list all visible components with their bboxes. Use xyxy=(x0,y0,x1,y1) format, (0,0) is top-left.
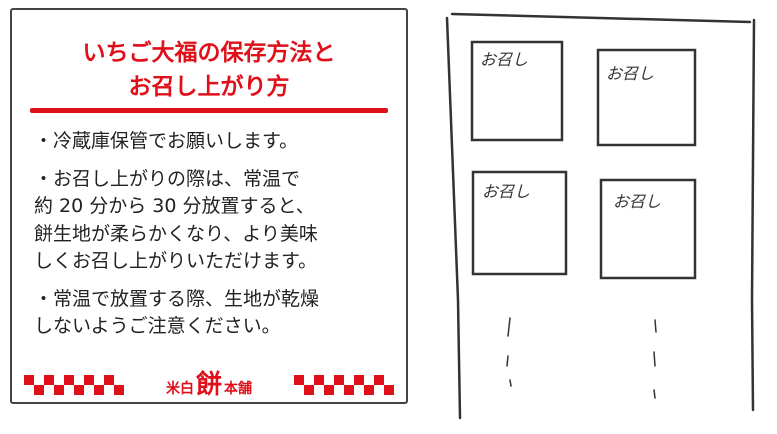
checker-square xyxy=(354,385,364,395)
hand-drawn-sketch xyxy=(445,12,756,420)
checker-square xyxy=(24,385,34,395)
checker-square xyxy=(304,375,314,385)
checker-square xyxy=(64,385,74,395)
checker-square xyxy=(293,375,304,385)
instruction-1: ・冷蔵庫保管でお願いします。 xyxy=(34,128,404,156)
checker-square xyxy=(343,385,354,395)
checker-square xyxy=(24,375,34,385)
sketch-box-2 xyxy=(596,48,697,147)
checker-square xyxy=(374,385,384,395)
instruction-line: 餅生地が柔らかくなり、より美味 xyxy=(34,222,318,245)
checker-square xyxy=(54,375,64,385)
sketch-box-1 xyxy=(470,40,564,142)
checker-square xyxy=(353,375,364,385)
checker-square xyxy=(313,375,324,385)
instruction-line: 約 20 分から 30 分放置すると、 xyxy=(34,195,315,217)
checker-square xyxy=(74,385,84,395)
sketch-box-4 xyxy=(599,178,697,280)
checker-square xyxy=(84,375,94,385)
sketch-label: お召し xyxy=(613,192,662,211)
checker-pattern-right xyxy=(293,375,394,395)
checker-square xyxy=(323,385,334,395)
checker-square xyxy=(303,385,314,395)
checker-square xyxy=(94,375,104,385)
checker-square xyxy=(314,385,324,395)
title-divider xyxy=(30,108,388,113)
checker-pattern-left xyxy=(24,375,124,395)
checker-square xyxy=(363,385,374,395)
card-title-line-2: お召し上がり方 xyxy=(128,74,290,100)
instruction-line: ・常温で放置する際、生地が乾燥 xyxy=(34,287,320,310)
checker-square xyxy=(34,375,44,385)
sketch-top-edge xyxy=(450,12,752,24)
brand-main: 餅 xyxy=(195,370,222,400)
instruction-line: ・冷蔵庫保管でお願いします。 xyxy=(34,130,299,152)
instruction-3: ・常温で放置する際、生地が乾燥 しないようご注意ください。 xyxy=(34,286,404,341)
storage-instructions-card: いちご大福の保存方法と お召し上がり方 ・冷蔵庫保管でお願いします。 ・お召し上… xyxy=(10,8,408,404)
instruction-2: ・お召し上がりの際は、常温で 約 20 分から 30 分放置すると、 餅生地が柔… xyxy=(34,166,404,276)
card-title-line-1: いちご大福の保存方法と xyxy=(82,40,336,66)
instructions-body: ・冷蔵庫保管でお願いします。 ・お召し上がりの際は、常温で 約 20 分から 3… xyxy=(34,128,404,351)
checker-square xyxy=(34,385,44,395)
sketch-label: お召し xyxy=(480,50,529,69)
sketch-left-edge xyxy=(445,16,462,420)
sketch-label: お召し xyxy=(482,182,531,201)
brand-suffix: 本舗 xyxy=(224,381,252,397)
sketch-right-edge xyxy=(750,18,756,412)
checker-square xyxy=(373,375,384,385)
instruction-line: しないようご注意ください。 xyxy=(34,315,281,337)
instruction-line: ・お召し上がりの際は、常温で xyxy=(34,167,301,190)
checker-square xyxy=(84,385,94,395)
checker-square xyxy=(333,375,344,385)
checker-square xyxy=(64,375,74,385)
sketch-box-3 xyxy=(471,170,568,276)
checker-square xyxy=(74,375,84,385)
sketch-label: お召し xyxy=(606,64,655,83)
checker-square xyxy=(114,375,124,385)
checker-square xyxy=(364,375,374,385)
checker-square xyxy=(94,385,104,395)
checker-square xyxy=(54,385,64,395)
checker-square xyxy=(114,385,124,395)
checker-square xyxy=(334,385,344,395)
checker-square xyxy=(44,385,54,395)
brand-footer: 米白 餅 本舗 xyxy=(24,370,394,400)
checker-square xyxy=(294,385,304,395)
checker-square xyxy=(44,375,54,385)
checker-square xyxy=(383,385,394,395)
checker-square xyxy=(104,385,114,395)
brand-prefix: 米白 xyxy=(165,381,194,397)
checker-square xyxy=(384,375,394,385)
brand-logo: 米白 餅 本舗 xyxy=(166,372,252,398)
instruction-line: しくお召し上がりいただけます。 xyxy=(34,250,318,272)
checker-square xyxy=(104,375,114,385)
checker-square xyxy=(324,375,334,385)
checker-square xyxy=(344,375,354,385)
